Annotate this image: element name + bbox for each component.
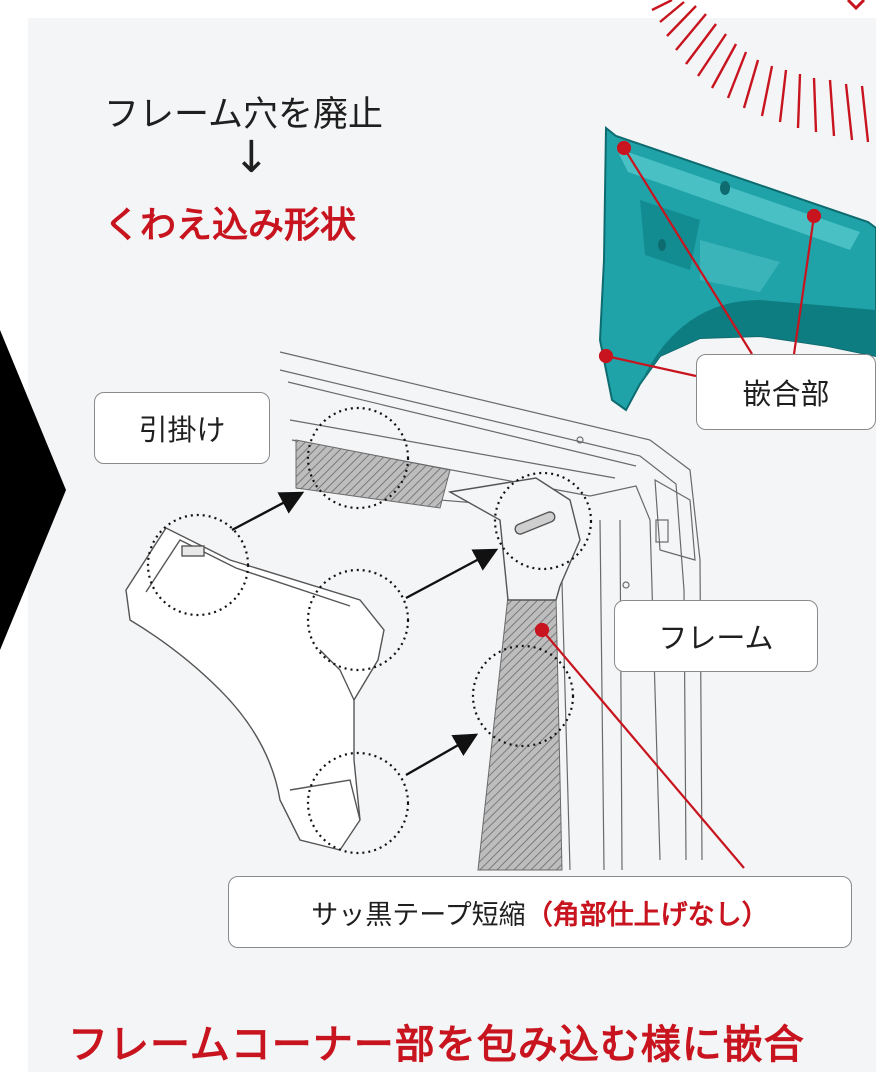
callout-tape-note: （角部仕上げなし）: [525, 899, 769, 931]
tape-top: [295, 439, 451, 509]
callout-frame-label: フレーム: [658, 621, 774, 655]
bottom-title: フレームコーナー部を包み込む様に嵌合: [68, 1022, 805, 1068]
burst-lines: [651, 0, 870, 143]
step-chevron-icon: [0, 330, 66, 650]
heading-line2: くわえ込み形状: [104, 205, 357, 246]
down-arrow-icon: ↓: [233, 132, 270, 183]
callout-hook-label: 引掛け: [138, 413, 226, 447]
callout-frame: フレーム: [614, 600, 818, 672]
callout-tape-label: サッ黒テープ短縮: [311, 899, 526, 931]
highlight-circles: [146, 406, 593, 855]
callout-hook: 引掛け: [94, 392, 270, 464]
corner-piece-drawing: [125, 527, 385, 851]
mapping-arrows: [231, 491, 499, 777]
teal-corner-part: [598, 125, 876, 412]
callout-fit: 嵌合部: [696, 354, 876, 430]
heading-line1: フレーム穴を廃止: [104, 95, 383, 135]
callout-fit-label: 嵌合部: [742, 377, 830, 411]
callout-tape: サッ黒テープ短縮（角部仕上げなし）: [228, 876, 852, 948]
leader-lines: [534, 140, 822, 869]
corner-cap-on-frame: [447, 477, 581, 601]
